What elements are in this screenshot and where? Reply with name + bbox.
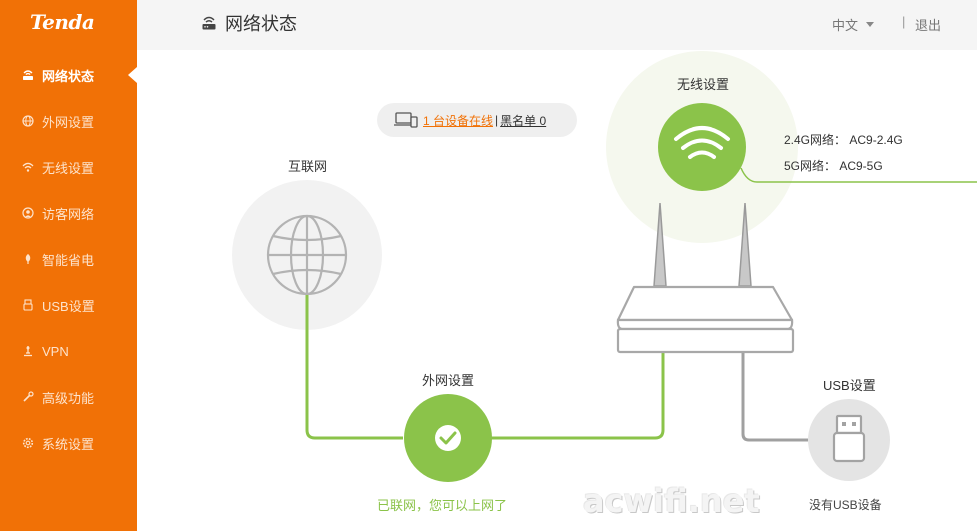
network-status-diagram: 1 台设备在线 | 黑名单 0 互联网 外网设置 无线设置 USB设置 2.4G… xyxy=(137,50,977,531)
online-devices-link[interactable]: 1 台设备在线 xyxy=(423,113,494,128)
devices-icon xyxy=(394,112,418,128)
language-label: 中文 xyxy=(832,18,859,33)
usb-slot-right xyxy=(852,422,856,426)
sidebar-item-vpn[interactable]: VPN xyxy=(0,328,137,374)
router-icon xyxy=(616,202,795,354)
language-selector[interactable]: 中文 xyxy=(832,15,875,34)
check-circle-icon xyxy=(435,425,461,451)
sidebar-item-guest-network[interactable]: 访客网络 xyxy=(0,190,137,236)
router-usb-line xyxy=(741,352,808,442)
logout-link[interactable]: 退出 xyxy=(915,18,942,33)
diagram-graphics xyxy=(232,51,977,482)
page-title: 网络状态 xyxy=(201,0,297,46)
sidebar-item-network-status[interactable]: 网络状态 xyxy=(0,52,137,98)
sidebar-item-power-save[interactable]: 智能省电 xyxy=(0,236,137,282)
wireless-ssid-line xyxy=(740,167,977,183)
connection-status-text: 已联网，您可以上网了 xyxy=(377,498,508,513)
globe-icon xyxy=(266,214,348,296)
wifi-icon xyxy=(21,160,35,174)
wan-settings-label: 外网设置 xyxy=(422,373,475,388)
device-separator: | xyxy=(495,113,499,127)
wireless-node xyxy=(658,103,746,191)
top-header: 网络状态 中文 | 退出 xyxy=(137,0,977,50)
wan-settings-node[interactable] xyxy=(403,392,493,482)
sidebar-nav: 网络状态 外网设置 无线设置 访客网络 智能省电 xyxy=(0,52,137,466)
internet-wan-line xyxy=(305,295,403,440)
usb-slot-left xyxy=(842,422,846,426)
ssid-24g: 2.4G网络： AC9-2.4G xyxy=(784,133,903,147)
gear-icon xyxy=(21,436,35,450)
sidebar-item-advanced[interactable]: 高级功能 xyxy=(0,374,137,420)
internet-label: 互联网 xyxy=(288,159,328,174)
power-save-icon xyxy=(21,252,35,266)
globe-icon xyxy=(21,114,35,128)
sidebar-item-label: 访客网络 xyxy=(42,206,95,222)
blacklist-link[interactable]: 黑名单 0 xyxy=(500,113,547,128)
internet-node[interactable] xyxy=(232,180,382,330)
sidebar: Tenda 网络状态 外网设置 无线设置 访客网络 xyxy=(0,0,137,531)
wireless-settings-node[interactable] xyxy=(657,102,747,192)
wifi-icon xyxy=(674,126,730,159)
watermark: acwifi.net xyxy=(583,482,760,520)
check-icon xyxy=(439,431,457,445)
sidebar-item-wan-settings[interactable]: 外网设置 xyxy=(0,98,137,144)
sidebar-item-label: USB设置 xyxy=(42,298,95,314)
usb-settings-node[interactable] xyxy=(808,399,890,481)
tenda-logo: Tenda xyxy=(30,10,95,34)
usb-drive-icon xyxy=(832,414,866,463)
sidebar-item-system-settings[interactable]: 系统设置 xyxy=(0,420,137,466)
usb-icon xyxy=(21,298,35,312)
sidebar-item-label: 系统设置 xyxy=(42,436,95,452)
ssid-5g: 5G网络： AC9-5G xyxy=(784,159,883,173)
sidebar-item-label: 网络状态 xyxy=(42,68,95,84)
sidebar-item-wireless-settings[interactable]: 无线设置 xyxy=(0,144,137,190)
chevron-down-icon xyxy=(866,22,875,27)
sidebar-item-usb-settings[interactable]: USB设置 xyxy=(0,282,137,328)
sidebar-item-label: VPN xyxy=(42,343,69,359)
page-title-text: 网络状态 xyxy=(225,14,297,34)
router-icon xyxy=(202,16,216,30)
sidebar-item-label: 智能省电 xyxy=(42,252,95,268)
device-count-pill: 1 台设备在线 | 黑名单 0 xyxy=(377,103,577,137)
vpn-icon xyxy=(21,344,35,358)
sidebar-item-label: 高级功能 xyxy=(42,390,95,406)
header-separator: | xyxy=(902,14,906,29)
sidebar-item-label: 无线设置 xyxy=(42,160,95,176)
sidebar-item-label: 外网设置 xyxy=(42,114,95,130)
guest-icon xyxy=(21,206,35,220)
wan-router-line xyxy=(491,352,665,440)
usb-status-text: 没有USB设备 xyxy=(809,498,882,512)
wireless-settings-label: 无线设置 xyxy=(677,77,730,92)
router-icon xyxy=(21,68,35,82)
usb-settings-label: USB设置 xyxy=(823,378,876,393)
tools-icon xyxy=(21,390,35,404)
